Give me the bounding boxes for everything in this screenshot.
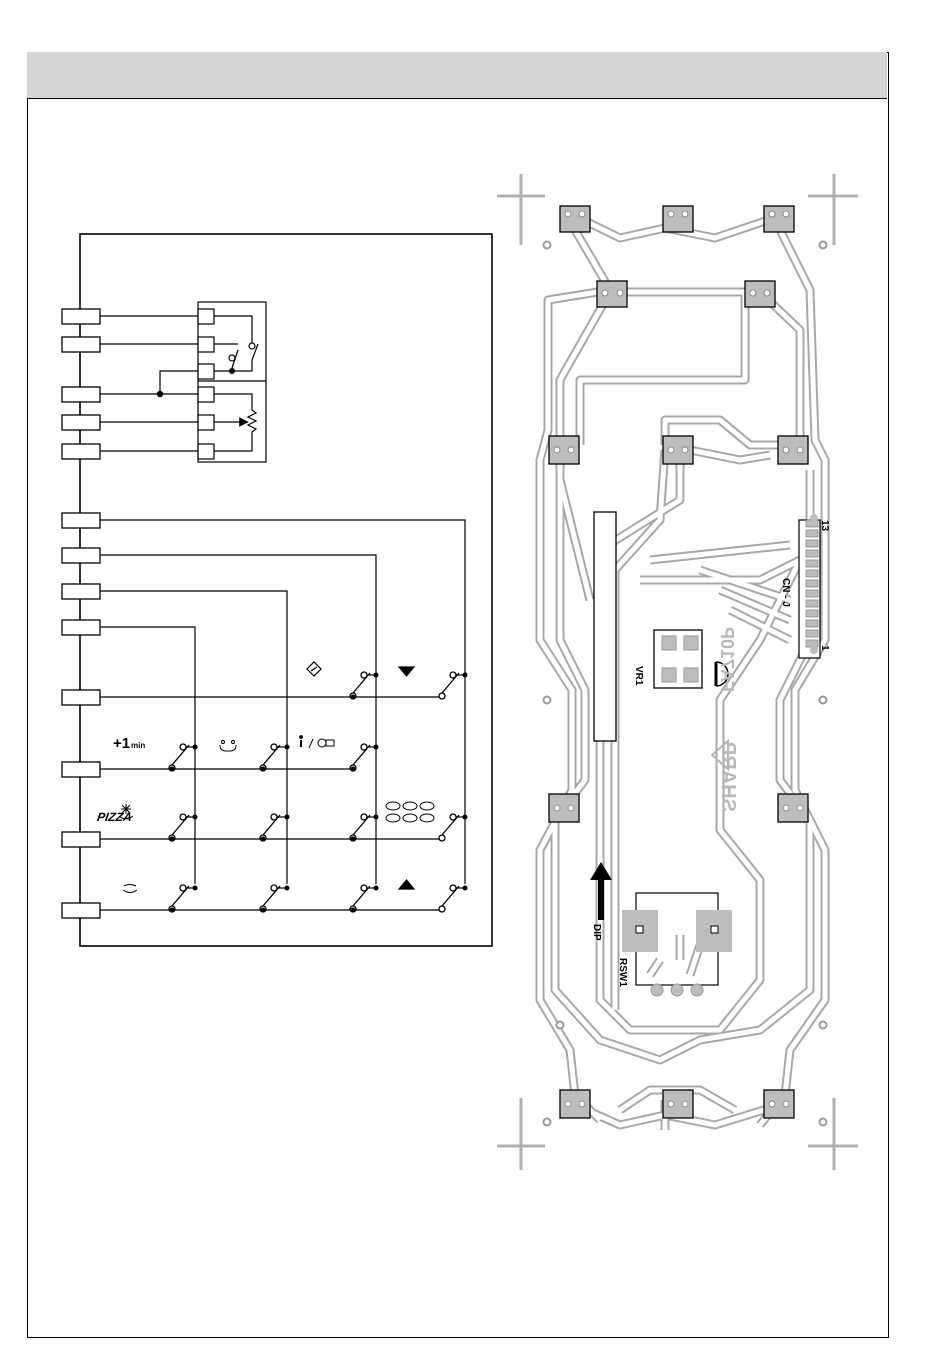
sub-unit-block — [100, 302, 266, 462]
up-arrow-icon — [399, 880, 414, 889]
connector-pin-last: 13 — [819, 520, 830, 532]
vr1-component — [654, 630, 728, 688]
bowl-icon — [123, 885, 137, 893]
plus-one-min-sub: min — [131, 741, 145, 750]
pizza-label: PIZZA — [96, 810, 133, 824]
brand-marking: SHARP — [717, 742, 739, 812]
switch-stubs — [186, 675, 465, 888]
plus-one-min-label: +1 — [113, 735, 130, 752]
weight-defrost-icon — [220, 741, 236, 752]
connector-pins — [62, 309, 100, 918]
info-icon — [300, 736, 334, 748]
schematic — [62, 234, 492, 946]
pad-holes — [554, 211, 803, 1107]
vr1-label: VR1 — [633, 666, 644, 686]
dip-arrow-icon — [590, 862, 612, 920]
long-bar-component — [594, 512, 616, 741]
key-pads — [549, 206, 808, 1118]
connector-pin-first: 1 — [819, 645, 830, 651]
connector-cn-j — [799, 514, 820, 658]
down-arrow-icon — [399, 667, 414, 676]
potato-grid-icon — [386, 802, 434, 822]
matrix-wires — [100, 520, 465, 910]
connector-label: CN - J — [780, 578, 791, 607]
key-switches — [169, 672, 459, 912]
board-code: FA710P — [717, 627, 737, 692]
dip-label: DIP — [591, 924, 602, 941]
pcb — [497, 174, 858, 1170]
junction-dots — [170, 673, 468, 913]
rsw1-label: RSW1 — [617, 958, 628, 987]
